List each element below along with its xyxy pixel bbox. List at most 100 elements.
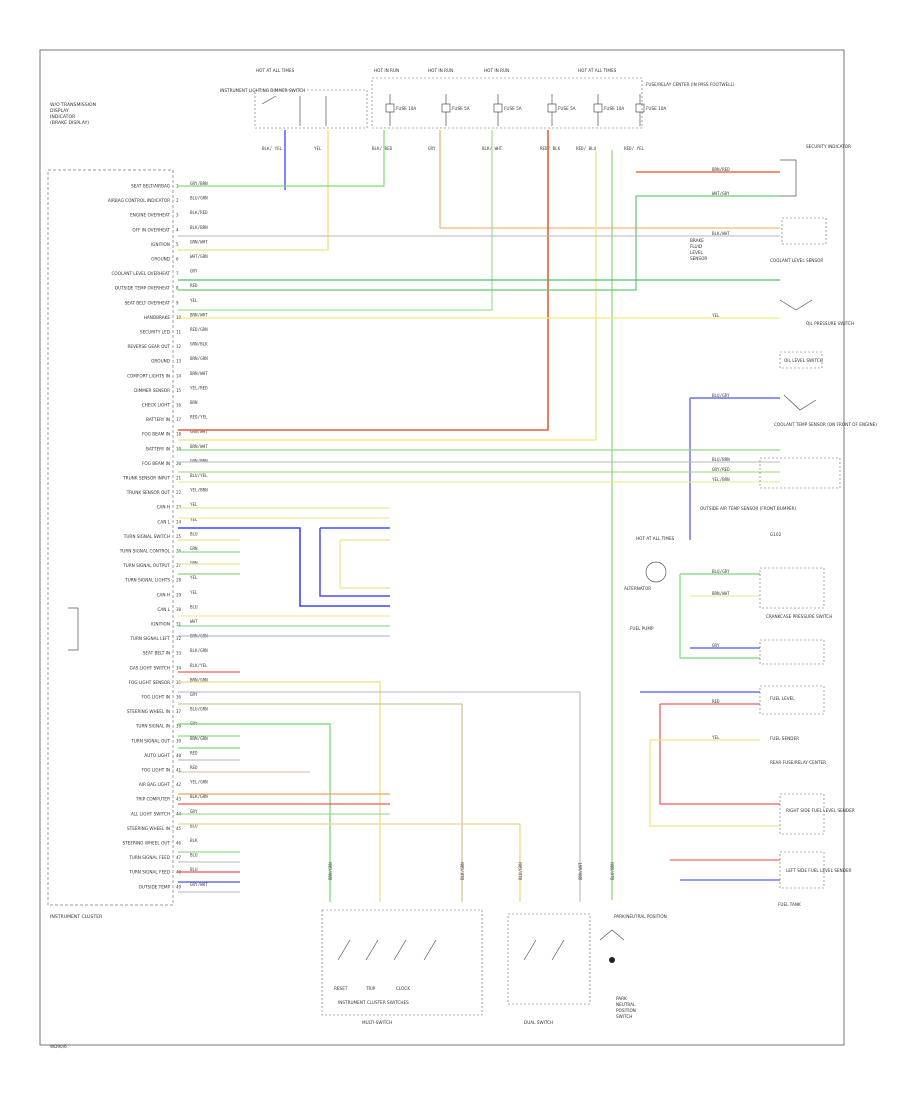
cluster-wire-label: GRY [190, 269, 198, 274]
brake-fluid-sensor: BRAKE FLUID LEVEL SENSOR [690, 217, 827, 261]
fuse-symbol [547, 94, 557, 126]
cluster-wire-label: YEL [190, 502, 198, 507]
cluster-wire-label: BRN/WHT [190, 371, 208, 376]
right-wire-label: BRN/RED [712, 167, 730, 172]
wire-orange-fuse4 [439, 130, 780, 229]
cluster-pin-label: TURN SIGNAL OUT [130, 738, 170, 743]
cluster-pin-label: BATTERY IN [146, 417, 170, 422]
diagram-frame [39, 49, 845, 1046]
cluster-pin-number: 19 [176, 446, 182, 451]
cluster-pin-number: 49 [176, 884, 182, 889]
fuel-level-label: FUEL LEVEL [770, 696, 795, 701]
cluster-wire-label: RED/YEL [190, 415, 208, 420]
brake-sensor-sub-4: SENSOR [690, 256, 707, 261]
cluster-pin-number: 28 [176, 578, 182, 583]
wire-yellow-turn [178, 681, 381, 902]
right-wire-label: GRY [712, 643, 720, 648]
outside-temp-sensor: OUTSIDE AIR TEMP SENSOR (FRONT BUMPER) G… [700, 457, 841, 537]
cluster-pin-label: FOG BEAM IN [142, 461, 170, 466]
wire-gray-seat [178, 691, 581, 902]
cluster-pin-number: 18 [176, 432, 182, 437]
right-wire-label: YEL/BRN [712, 477, 730, 482]
bottom-wire-label: BLU/BRN [610, 862, 615, 880]
right-wire-label: RED [712, 699, 720, 704]
cluster-pin-number: 3 [176, 213, 179, 218]
multi-switch-label: MULTI-SWITCH [362, 1020, 392, 1025]
right-wire-labels: BRN/REDWHT/GRYBLK/WHTYELBLU/GRYBLU/BRNGR… [712, 167, 730, 740]
cluster-pin-label: CAN L [157, 519, 170, 524]
wire-can-blue-2 [319, 527, 390, 597]
hot-group-3: HOT IN RUN [484, 68, 509, 73]
alternator-hot-label: HOT AT ALL TIMES [636, 536, 675, 541]
cluster-bracket [68, 607, 79, 651]
cluster-wire-label: RED [190, 283, 198, 288]
right-components: SECURITY INDICATOR BRAKE FLUID LEVEL SEN… [624, 144, 877, 907]
cluster-pin-number: 39 [176, 738, 182, 743]
cluster-wire-label: BLU [190, 531, 198, 536]
cluster-wire-label: GRN [190, 561, 198, 566]
top-wire-label: BLK/ RED [372, 146, 393, 151]
cluster-wire-label: BLK/GRN [190, 648, 208, 653]
oil-level-label: OIL LEVEL SWITCH [784, 358, 823, 363]
fuel-sender-label: FUEL SENDER [770, 736, 799, 741]
cluster-pin-label: SECURITY LED [140, 330, 170, 335]
cluster-pin-label: STEERING WHEEL IN [127, 826, 170, 831]
cluster-pin-number: 17 [176, 417, 182, 422]
instrument-cluster: W/O TRANSMISSION DISPLAY INDICATOR (BRAK… [47, 102, 208, 920]
cluster-wire-label: YEL [190, 590, 198, 595]
switch-name-clock: CLOCK [396, 986, 410, 991]
cluster-wire-label: BLU [190, 604, 198, 609]
fuse-label: FUSE 10A [646, 106, 666, 111]
cluster-wire-label: BLK/YEL [190, 663, 208, 668]
cluster-pin-number: 45 [176, 826, 182, 831]
switch-name-reset: RESET [334, 986, 348, 991]
dimmer-switch-box [254, 89, 368, 129]
wire-can-yellow-3 [178, 539, 390, 589]
cluster-pin-label: OUTSIDE TEMP OVERHEAT [115, 286, 171, 291]
cluster-wire-label: GRY [190, 692, 198, 697]
cluster-pin-number: 12 [176, 344, 182, 349]
fuse-relay-center-label: FUSE/RELAY CENTER (IN PASS FOOTWELL) [646, 82, 735, 87]
top-wire-label: YEL [314, 146, 322, 151]
bottom-wire-label: BRN/WHT [578, 862, 583, 880]
right-wire-label: YEL [712, 735, 720, 740]
cluster-wire-label: WHT [190, 619, 198, 624]
alternator: HOT AT ALL TIMES ALTERNATOR CRANKCASE PR… [624, 536, 832, 665]
cluster-pin-label: TURN SIGNAL OUTPUT [122, 563, 170, 568]
hot-group-1: HOT IN RUN [374, 68, 399, 73]
right-wire-label: GRY/RED [712, 467, 730, 472]
cluster-pin-label: IGNITION [151, 622, 170, 627]
cluster-pin-label: CHECK LIGHT [142, 403, 171, 408]
cluster-wire-label: GRN [190, 546, 198, 551]
cluster-wire-label: BRN/GRN [190, 736, 208, 741]
cluster-pin-number: 42 [176, 782, 182, 787]
oil-pressure-label: OIL PRESSURE SWITCH [806, 321, 854, 326]
cluster-pin-label: AUTO LIGHT [144, 753, 170, 758]
cluster-wire-label: GRN/BRN [190, 458, 208, 463]
switch-name-trip: TRIP [365, 986, 376, 991]
cluster-pin-label: ENGINE OVERHEAT [130, 213, 170, 218]
ground-label: G102 [770, 532, 782, 537]
crankcase-label: CRANKCASE PRESSURE SWITCH [766, 614, 832, 619]
cluster-wire-label: BLU [190, 867, 198, 872]
outside-temp-label: OUTSIDE AIR TEMP SENSOR (FRONT BUMPER) [700, 506, 797, 511]
cluster-pin-label: CAN L [157, 607, 170, 612]
cluster-pin-number: 26 [176, 549, 182, 554]
cluster-pin-label: STEERING WHEEL OUT [122, 841, 170, 846]
wire-green-fuse3 [178, 130, 385, 187]
wire-yellow-fuse2 [178, 130, 329, 251]
coolant-temp-label: COOLANT TEMP SENSOR (ON FRONT OF ENGINE) [774, 422, 877, 427]
cluster-pin-label: TURN SIGNAL LEFT [129, 636, 170, 641]
cluster-pin-label: GAS LIGHT SWITCH [130, 665, 170, 670]
wire-blue-oil [689, 397, 780, 540]
cluster-wire-label: BRN [190, 400, 198, 405]
fuse-symbol [593, 94, 603, 126]
cluster-pin-label: TURN SIGNAL FEED [128, 855, 170, 860]
cluster-pin-number: 15 [176, 388, 182, 393]
fuse-label: FUSE 10A [396, 106, 416, 111]
fuse-label: FUSE 10A [604, 106, 624, 111]
cluster-pin-number: 36 [176, 695, 182, 700]
cluster-pin-label: BATTERY IN [146, 446, 170, 451]
